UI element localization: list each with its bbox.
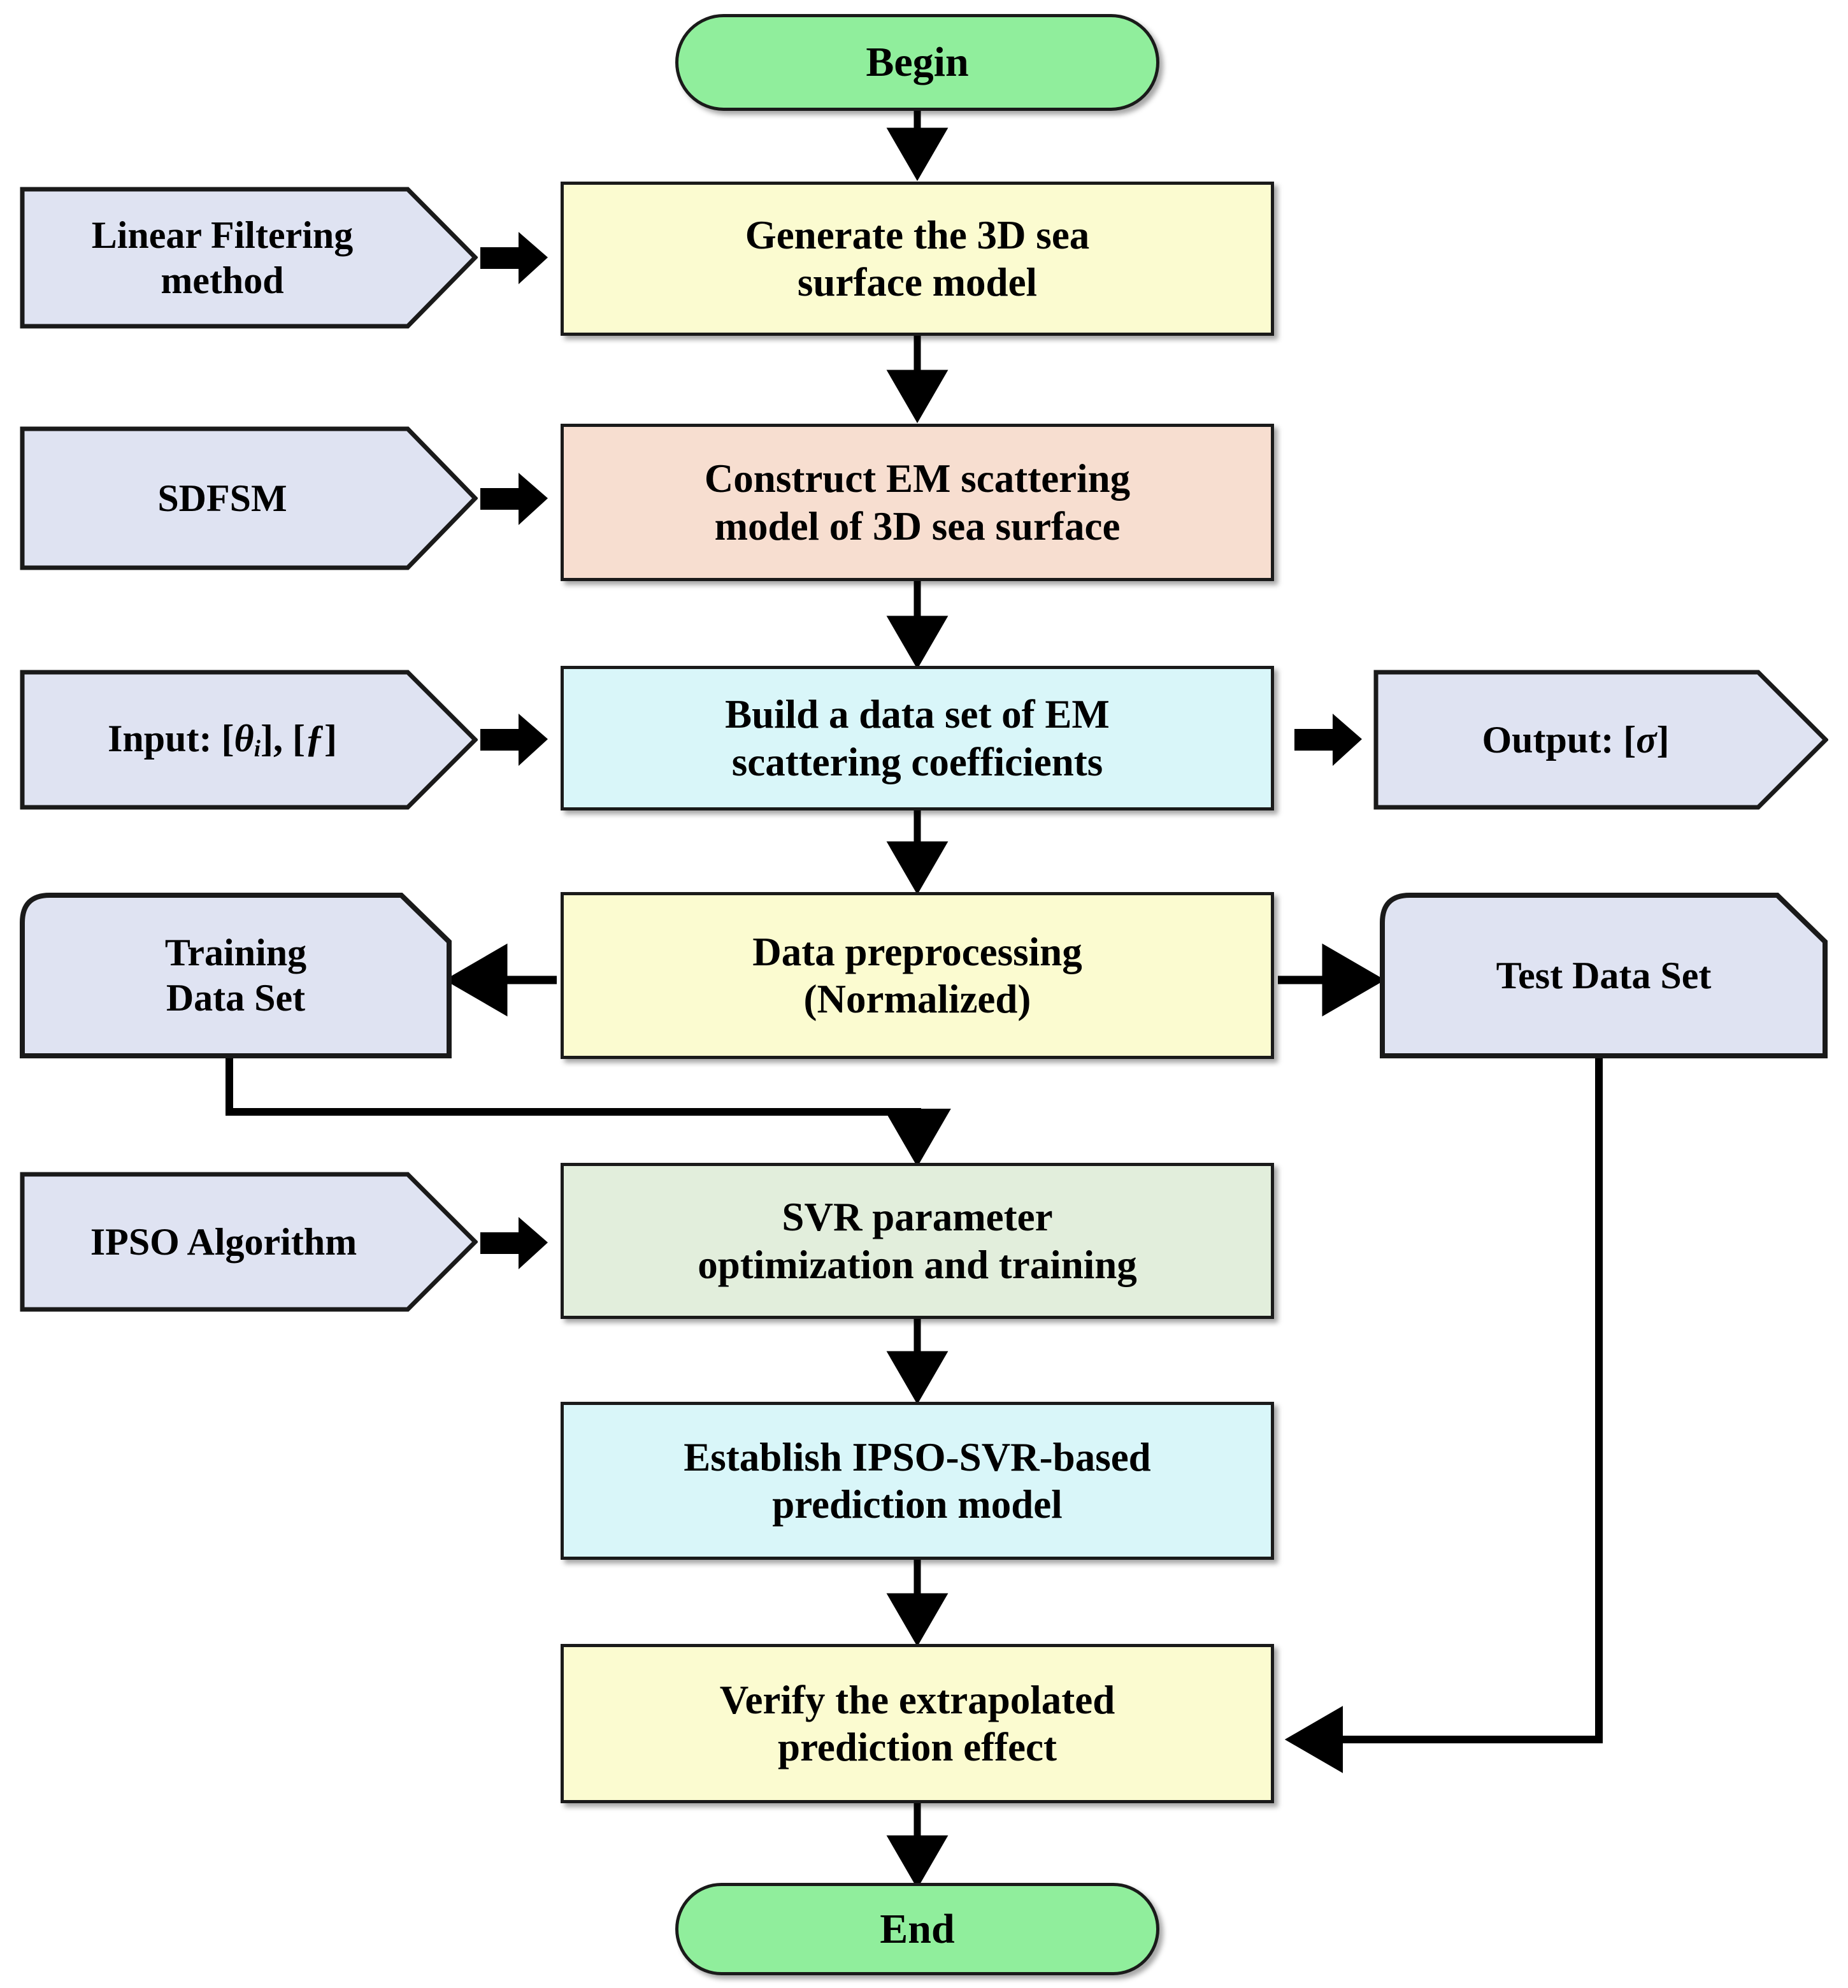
node-generate-model-label: Generate the 3D sea surface model [745, 212, 1090, 305]
node-establish-model[interactable]: Establish IPSO-SVR-based prediction mode… [561, 1402, 1274, 1560]
edge-training-svr [226, 1058, 951, 1167]
node-construct-em[interactable]: Construct EM scattering model of 3D sea … [561, 424, 1274, 581]
pentagon-shape [20, 426, 478, 570]
node-ipso-algorithm[interactable]: IPSO Algorithm [19, 1171, 478, 1313]
node-preprocessing[interactable]: Data preprocessing (Normalized) [561, 892, 1274, 1059]
node-begin-label: Begin [866, 39, 969, 86]
dataset-shape [1380, 893, 1828, 1058]
pentagon-shape [1373, 670, 1828, 810]
pentagon-shape [20, 1172, 478, 1312]
fat-arrow-icon-output [1293, 706, 1363, 773]
node-sdfsm[interactable]: SDFSM [19, 426, 478, 571]
edge-test-verify [1284, 1058, 1603, 1773]
node-linear-filtering-label: Linear Filtering method [91, 213, 354, 301]
pentagon-shape [20, 187, 478, 329]
fat-arrow-icon-sdfsm [479, 465, 549, 532]
node-end-label: End [880, 1905, 955, 1952]
node-test-set-label: Test Data Set [1496, 954, 1712, 997]
node-linear-filtering[interactable]: Linear Filtering method [19, 186, 478, 329]
node-sdfsm-label: SDFSM [157, 477, 287, 519]
node-output-sigma[interactable]: Output: [σ] [1373, 669, 1828, 810]
node-training-set[interactable]: Training Data Set [19, 892, 452, 1059]
dataset-shape [20, 893, 452, 1058]
node-output-sigma-label: Output: [σ] [1482, 718, 1670, 761]
node-begin[interactable]: Begin [675, 14, 1159, 111]
node-ipso-algorithm-label: IPSO Algorithm [90, 1220, 357, 1263]
node-input-params-label: Input: [θi], [ƒ] [108, 717, 337, 763]
node-build-dataset[interactable]: Build a data set of EM scattering coeffi… [561, 666, 1274, 810]
node-construct-em-label: Construct EM scattering model of 3D sea … [704, 456, 1131, 549]
node-end[interactable]: End [675, 1883, 1159, 1975]
node-build-dataset-label: Build a data set of EM scattering coeffi… [725, 692, 1110, 784]
node-verify[interactable]: Verify the extrapolated prediction effec… [561, 1644, 1274, 1803]
node-input-params[interactable]: Input: [θi], [ƒ] [19, 669, 478, 810]
node-generate-model[interactable]: Generate the 3D sea surface model [561, 182, 1274, 336]
node-training-set-label: Training Data Set [164, 932, 307, 1019]
fat-arrow-icon-input [479, 706, 549, 773]
fat-arrow-icon-ipso [479, 1209, 549, 1276]
node-svr-param-label: SVR parameter optimization and training [698, 1195, 1137, 1287]
node-test-set[interactable]: Test Data Set [1379, 892, 1828, 1059]
node-preprocessing-label: Data preprocessing (Normalized) [752, 929, 1082, 1021]
node-verify-label: Verify the extrapolated prediction effec… [719, 1677, 1115, 1769]
node-svr-param[interactable]: SVR parameter optimization and training [561, 1163, 1274, 1319]
node-establish-model-label: Establish IPSO-SVR-based prediction mode… [684, 1434, 1151, 1527]
fat-arrow-icon-linear [479, 224, 549, 291]
pentagon-shape [20, 670, 478, 810]
